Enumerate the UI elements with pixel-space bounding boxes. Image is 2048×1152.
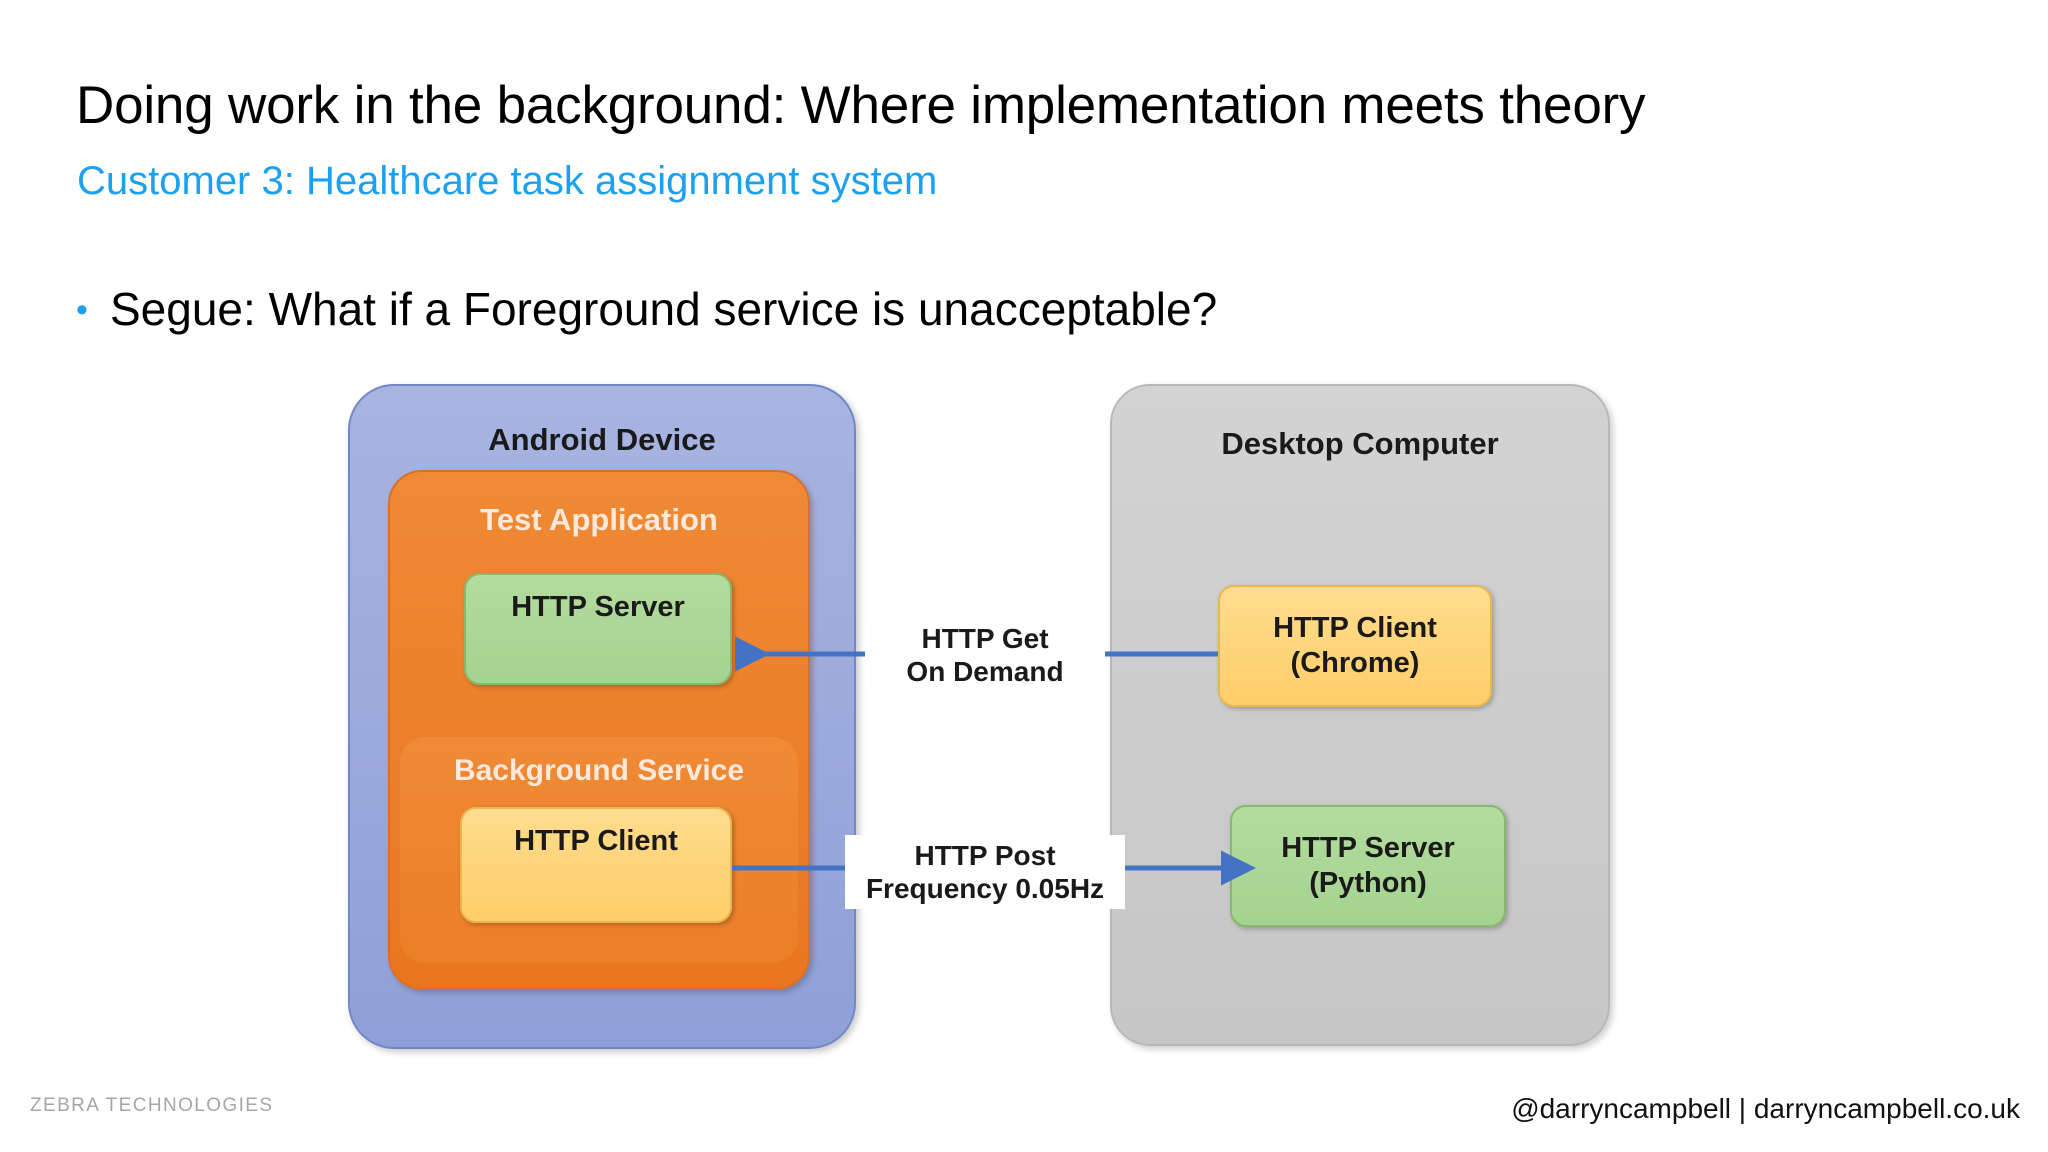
android-http-server-node: HTTP Server	[464, 573, 732, 685]
desktop-computer-container: Desktop Computer	[1110, 384, 1610, 1046]
architecture-diagram: Android Device Test Application Backgrou…	[0, 370, 2048, 1070]
desktop-http-server-label-line1: HTTP Server	[1281, 831, 1455, 864]
page-title: Doing work in the background: Where impl…	[76, 76, 1646, 135]
page-subtitle: Customer 3: Healthcare task assignment s…	[77, 159, 938, 203]
bullet-item-label: Segue: What if a Foreground service is u…	[110, 283, 1218, 335]
http-post-arrow-label-line2: Frequency 0.05Hz	[865, 873, 1105, 905]
desktop-http-client-label-line2: (Chrome)	[1290, 647, 1420, 679]
desktop-http-client-label-line1: HTTP Client	[1273, 611, 1437, 644]
http-post-arrow-label: HTTP Post Frequency 0.05Hz	[845, 835, 1125, 910]
http-get-arrow-label-line2: On Demand	[906, 656, 1064, 688]
http-get-arrow-label-line1: HTTP Get	[921, 623, 1049, 654]
http-post-arrow-label-line1: HTTP Post	[914, 840, 1056, 871]
background-service-label: Background Service	[453, 754, 745, 787]
android-http-server-label: HTTP Server	[511, 591, 685, 623]
bullet-marker-icon: •	[76, 291, 88, 329]
footer-brand-label: ZEBRA TECHNOLOGIES	[30, 1095, 274, 1116]
android-http-client-label: HTTP Client	[514, 825, 678, 857]
desktop-computer-label: Desktop Computer	[1221, 426, 1499, 461]
desktop-http-server-label-line2: (Python)	[1309, 867, 1427, 899]
bullet-list-item: • Segue: What if a Foreground service is…	[76, 284, 1217, 335]
desktop-http-server-node: HTTP Server (Python)	[1230, 805, 1506, 927]
http-get-arrow-label: HTTP Get On Demand	[865, 618, 1105, 693]
android-device-label: Android Device	[488, 422, 716, 457]
android-http-client-node: HTTP Client	[460, 807, 732, 923]
desktop-http-client-node: HTTP Client (Chrome)	[1218, 585, 1492, 707]
test-application-label: Test Application	[480, 502, 718, 537]
footer-credit-label: @darryncampbell | darryncampbell.co.uk	[1511, 1093, 2020, 1124]
